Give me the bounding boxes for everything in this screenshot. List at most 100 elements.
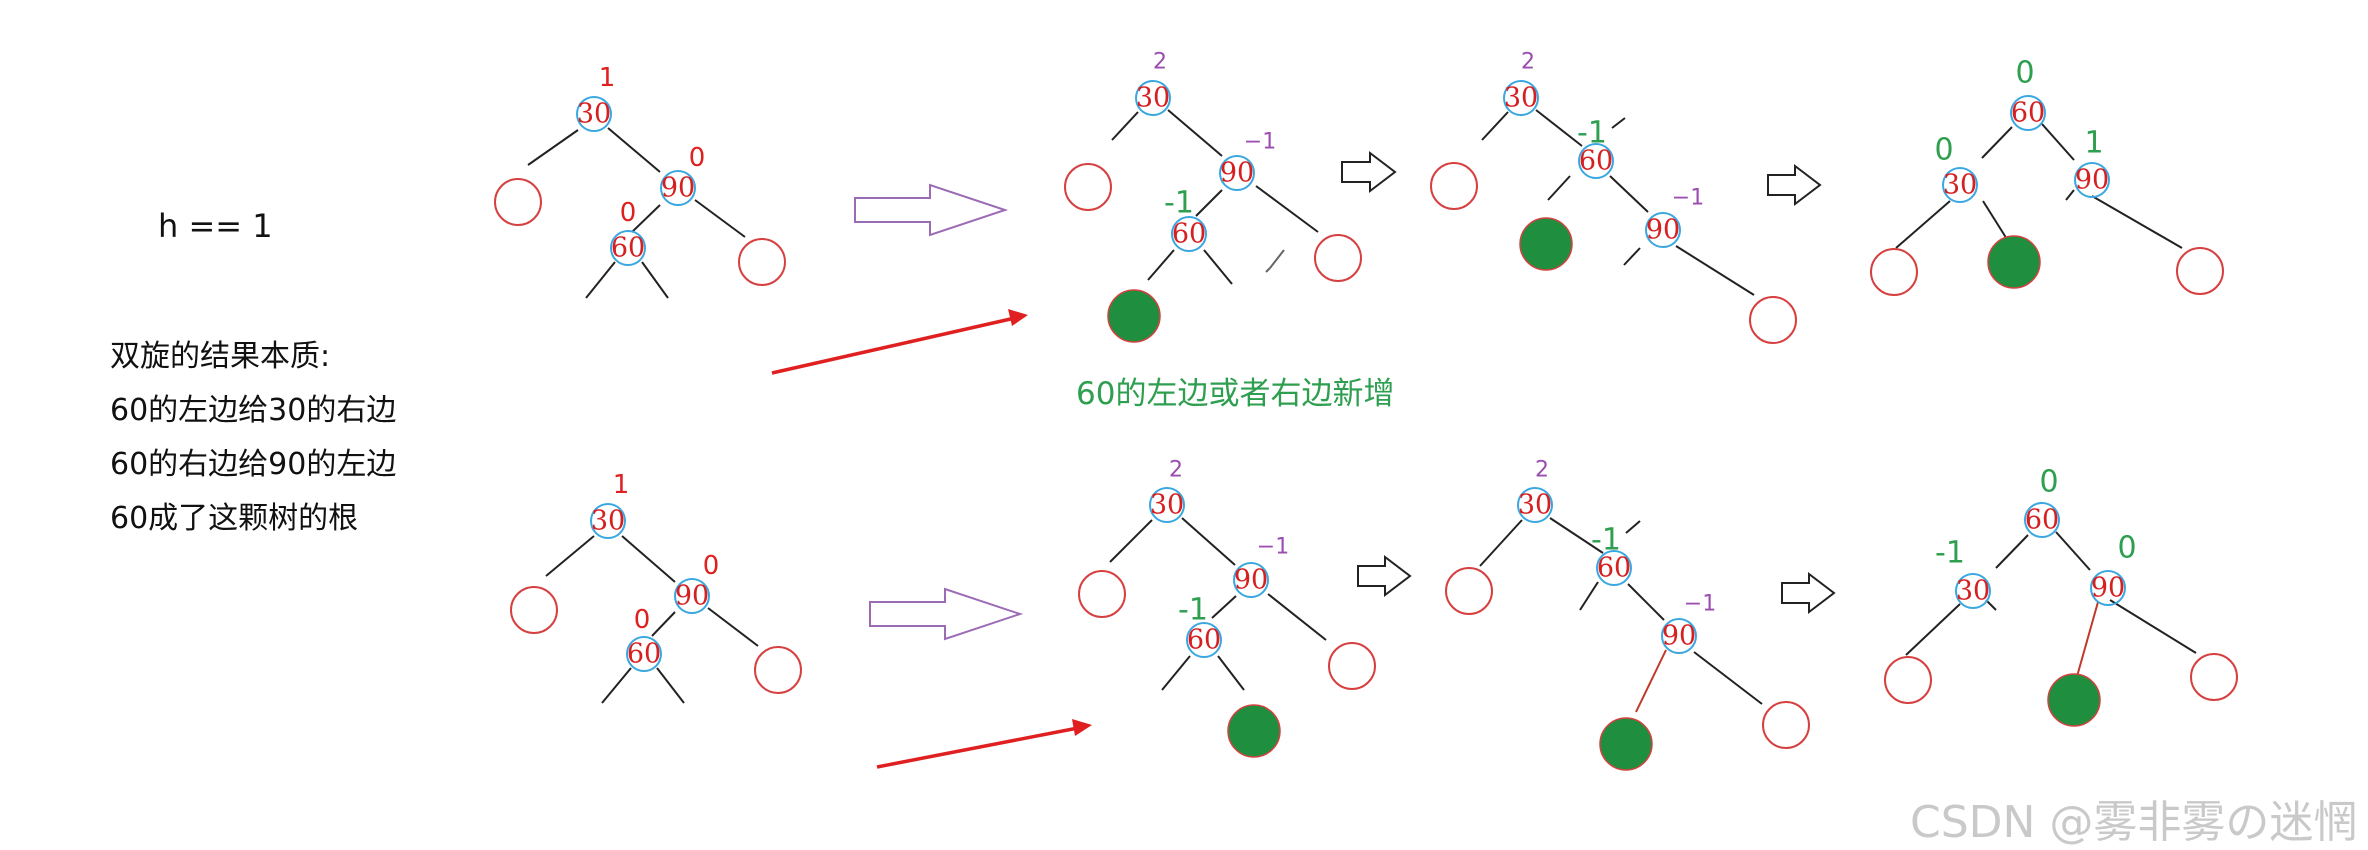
node-60: 60	[2025, 505, 2059, 536]
transition-hollow-arrow	[869, 587, 1024, 641]
balance-factor: 2	[1153, 50, 1167, 75]
rotation-step-arrow	[1357, 554, 1412, 598]
pointer-arrowhead	[1008, 309, 1028, 326]
node-90: 90	[661, 173, 695, 204]
rotation-step-arrow	[1341, 150, 1397, 194]
pointer-arrowhead	[1072, 719, 1092, 736]
subtree-circle	[1870, 248, 1918, 296]
balance-factor: −1	[1257, 535, 1289, 560]
node-30: 30	[1150, 490, 1184, 521]
node-ring	[2024, 502, 2060, 538]
subtree-circle	[1445, 567, 1493, 615]
node-30: 30	[591, 506, 625, 537]
balance-factor: 2	[1535, 458, 1549, 483]
node-ring	[1578, 143, 1614, 179]
subtree-circle	[1430, 162, 1478, 210]
balance-factor: 0	[689, 143, 706, 173]
tree-final-bottom	[1905, 531, 2197, 656]
node-90: 90	[1646, 215, 1680, 246]
balance-factor: -1	[1577, 116, 1607, 151]
subtree-circle	[2190, 653, 2238, 701]
node-ring	[2074, 162, 2110, 198]
moved-edge	[2075, 601, 2099, 681]
balance-factor: −1	[1244, 130, 1276, 155]
subtree-circle	[494, 178, 542, 226]
node-90: 90	[2075, 165, 2109, 196]
node-ring	[674, 578, 710, 614]
node-ring	[2090, 570, 2126, 606]
balance-factor: 1	[2084, 126, 2103, 161]
node-30: 30	[1504, 83, 1538, 114]
new-node-circle	[1599, 717, 1653, 771]
double-rotation-notes: 双旋的结果本质: 60的左边给30的右边 60的右边给90的左边 60成了这颗树…	[110, 330, 396, 546]
subtree-circle	[1884, 656, 1932, 704]
tree-rotation1-bottom	[1479, 517, 1763, 705]
subtree-circle	[1749, 296, 1797, 344]
node-30: 30	[577, 99, 611, 130]
note-line: 双旋的结果本质:	[110, 339, 331, 374]
node-ring	[1955, 573, 1991, 609]
subtree-circle	[510, 586, 558, 634]
node-ring	[1517, 487, 1553, 523]
node-ring	[626, 636, 662, 672]
note-line: 60的左边给30的右边	[110, 393, 397, 428]
subtree-circle	[1078, 570, 1126, 618]
node-ring	[1135, 80, 1171, 116]
balance-factor: 2	[1169, 458, 1183, 483]
balance-factor: 1	[613, 470, 630, 500]
node-60: 60	[627, 639, 661, 670]
moved-edge	[1635, 649, 1667, 713]
node-ring	[1233, 562, 1269, 598]
pencil-icon	[1265, 249, 1285, 273]
node-30: 30	[1943, 170, 1977, 201]
rotation-step-arrow	[1781, 571, 1836, 615]
subtree-circle	[2176, 247, 2224, 295]
new-node-circle	[1987, 235, 2041, 289]
node-90: 90	[675, 581, 709, 612]
node-ring	[590, 503, 626, 539]
insertion-caption: 60的左边或者右边新增	[1076, 376, 1395, 412]
balance-factor: 0	[1934, 133, 1953, 168]
pointer-arrow	[876, 726, 1079, 769]
note-line: 60的右边给90的左边	[110, 447, 397, 482]
node-60: 60	[2011, 98, 2045, 129]
new-node-circle	[1519, 217, 1573, 271]
balance-factor: 1	[599, 63, 616, 93]
node-ring	[1186, 622, 1222, 658]
node-ring	[2010, 95, 2046, 131]
height-label: h == 1	[158, 207, 273, 245]
tree-initial-bottom	[545, 535, 759, 704]
node-ring	[1219, 155, 1255, 191]
tree-inserted-top	[1111, 109, 1319, 285]
tree-initial-top	[527, 127, 746, 299]
node-ring	[576, 96, 612, 132]
node-60: 60	[1187, 625, 1221, 656]
node-60: 60	[1579, 146, 1613, 177]
subtree-circle	[1328, 642, 1376, 690]
node-60: 60	[1597, 553, 1631, 584]
balance-factor: -1	[1178, 593, 1208, 628]
node-ring	[1942, 167, 1978, 203]
subtree-circle	[1314, 234, 1362, 282]
subtree-circle	[1762, 701, 1810, 749]
balance-factor: 0	[620, 198, 637, 228]
note-line: 60成了这颗树的根	[110, 501, 359, 536]
subtree-circle	[738, 238, 786, 286]
new-node-circle	[2047, 673, 2101, 727]
new-node-circle	[1227, 704, 1281, 758]
balance-factor: −1	[1672, 186, 1704, 211]
node-ring	[1503, 80, 1539, 116]
balance-factor: 0	[2117, 531, 2136, 566]
balance-factor: 0	[703, 551, 720, 581]
node-ring	[1645, 212, 1681, 248]
node-ring	[610, 230, 646, 266]
node-ring	[660, 170, 696, 206]
balance-factor: 2	[1521, 50, 1535, 75]
balance-factor: -1	[1164, 186, 1194, 221]
node-ring	[1149, 487, 1185, 523]
rotation-step-arrow	[1767, 163, 1822, 207]
subtree-circle	[754, 646, 802, 694]
subtree-circle	[1064, 163, 1112, 211]
balance-factor: 0	[2015, 56, 2034, 91]
